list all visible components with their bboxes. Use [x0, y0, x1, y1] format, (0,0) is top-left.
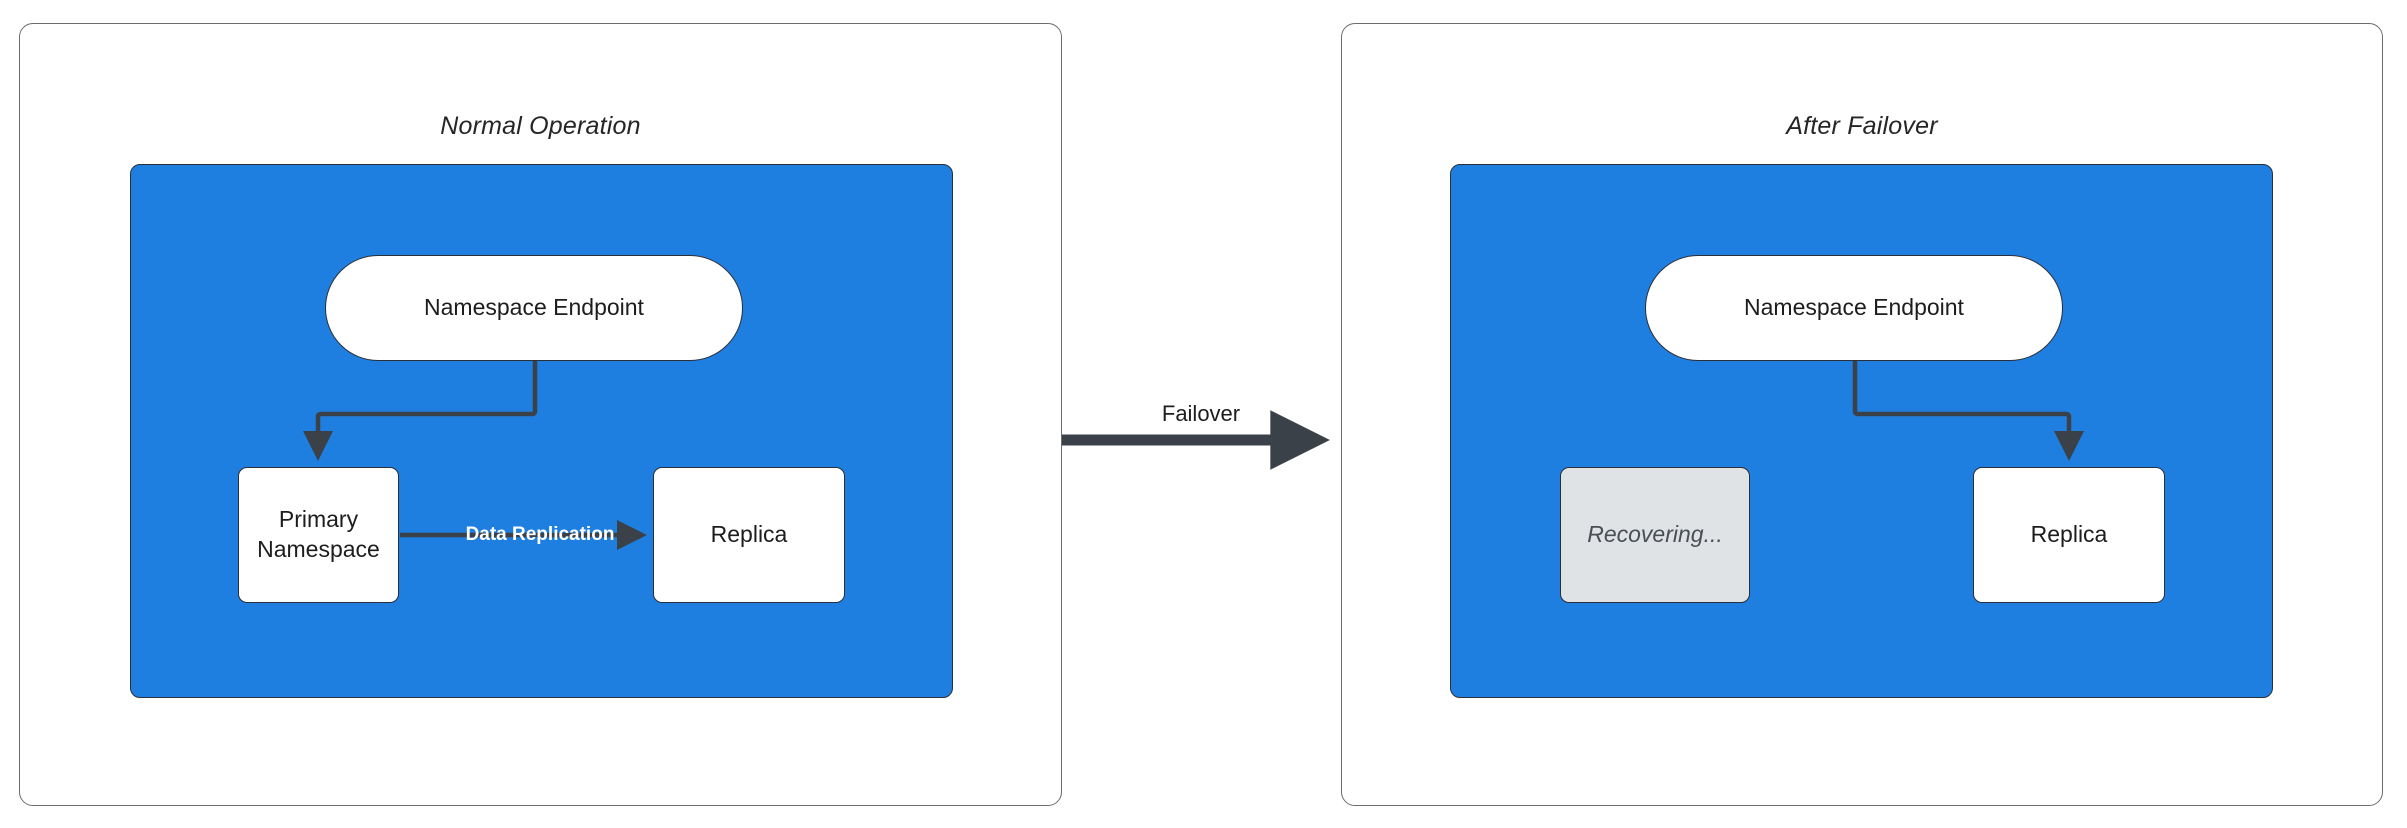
node-namespace-endpoint-left[interactable]: Namespace Endpoint [325, 255, 743, 361]
node-replica-right[interactable]: Replica [1973, 467, 2165, 603]
edge-label-failover: Failover [1161, 401, 1241, 426]
node-primary-namespace[interactable]: Primary Namespace [238, 467, 399, 603]
node-label: Replica [2030, 521, 2108, 548]
node-label: Namespace Endpoint [424, 294, 644, 321]
node-label: Namespace Endpoint [1744, 294, 1964, 321]
node-label: Replica [710, 521, 788, 548]
node-recovering[interactable]: Recovering... [1560, 467, 1750, 603]
region-primary-cluster [130, 164, 953, 698]
edge-label-data-replication: Data Replication [465, 524, 615, 545]
panel-title-after-failover: After Failover [1786, 112, 1938, 140]
node-namespace-endpoint-right[interactable]: Namespace Endpoint [1645, 255, 2063, 361]
panel-title-normal-operation: Normal Operation [440, 112, 641, 140]
node-replica-left[interactable]: Replica [653, 467, 845, 603]
region-failover-cluster [1450, 164, 2273, 698]
node-label-line1: Primary [278, 506, 359, 533]
node-label-line2: Namespace [257, 536, 380, 562]
node-label: Recovering... [1587, 521, 1723, 548]
